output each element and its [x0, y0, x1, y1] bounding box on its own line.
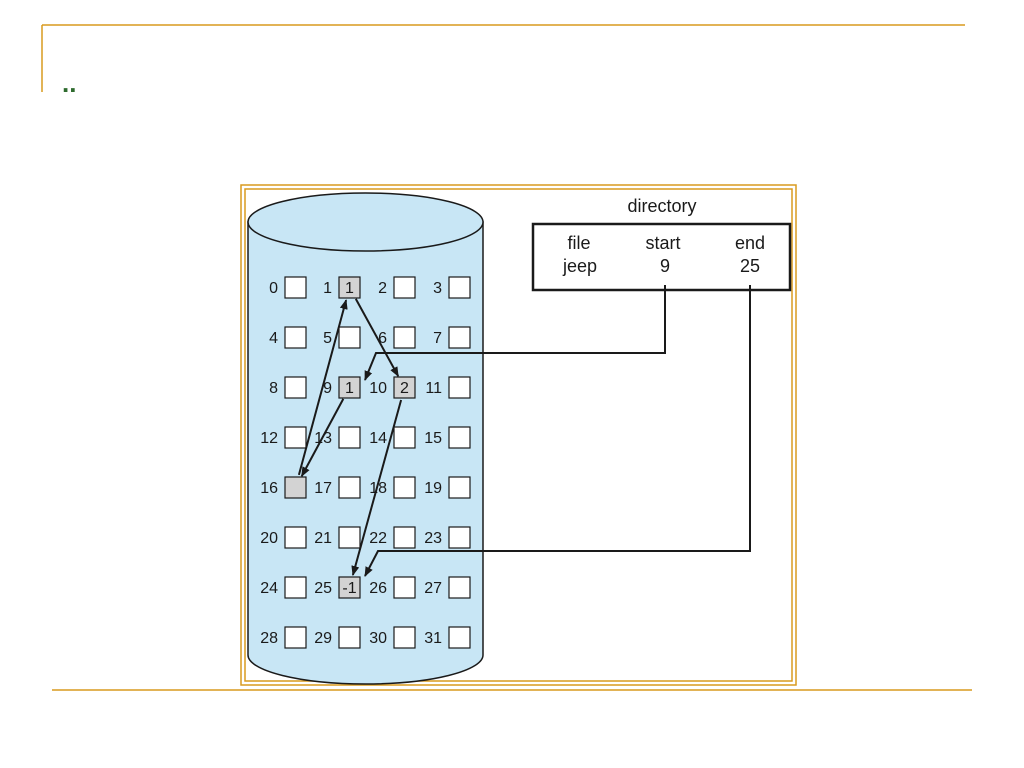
chain-arrows	[297, 298, 403, 576]
directory-box	[531, 222, 792, 292]
end-pointer-arrow	[364, 285, 751, 577]
block-number-0: 0	[269, 280, 278, 297]
block-number-12: 12	[260, 430, 278, 447]
disk-block-12	[284, 426, 307, 449]
block-number-10: 10	[369, 380, 387, 397]
block-number-7: 7	[433, 330, 442, 347]
dir-header-start: start	[645, 233, 680, 253]
disk-block-10	[393, 376, 416, 399]
disk-block-26	[393, 576, 416, 599]
block-number-21: 21	[314, 530, 332, 547]
disk-block-3	[448, 276, 471, 299]
disk-block-6	[393, 326, 416, 349]
disk-block-19	[448, 476, 471, 499]
disk-block-5	[338, 326, 361, 349]
disk-block-18	[393, 476, 416, 499]
block-number-27: 27	[424, 580, 442, 597]
chain-arrow-1-to-10	[354, 298, 400, 377]
block-number-6: 6	[378, 330, 387, 347]
block-number-22: 22	[369, 530, 387, 547]
disk-block-14	[393, 426, 416, 449]
block-number-16: 16	[260, 480, 278, 497]
disk-block-8	[284, 376, 307, 399]
disk-block-24	[284, 576, 307, 599]
disk-block-31	[448, 626, 471, 649]
block-number-24: 24	[260, 580, 278, 597]
disk-block-29	[338, 626, 361, 649]
disk-block-7	[448, 326, 471, 349]
block-number-18: 18	[369, 480, 387, 497]
block-number-26: 26	[369, 580, 387, 597]
block-number-5: 5	[323, 330, 332, 347]
block-number-23: 23	[424, 530, 442, 547]
disk-block-20	[284, 526, 307, 549]
slide-title: ..	[62, 68, 76, 98]
block-number-2: 2	[378, 280, 387, 297]
disk-block-11	[448, 376, 471, 399]
block-number-17: 17	[314, 480, 332, 497]
chain-arrow-9-to-16	[300, 398, 345, 477]
disk-block-27	[448, 576, 471, 599]
block-number-19: 19	[424, 480, 442, 497]
disk-block-2	[393, 276, 416, 299]
block-number-8: 8	[269, 380, 278, 397]
block-number-11: 11	[425, 380, 442, 397]
disk-block-13	[338, 426, 361, 449]
block-number-28: 28	[260, 630, 278, 647]
disk-block-9	[338, 376, 361, 399]
block-number-31: 31	[424, 630, 442, 647]
disk-block-17	[338, 476, 361, 499]
block-number-15: 15	[424, 430, 442, 447]
block-pointer-value-9: 1	[345, 380, 354, 397]
block-number-1: 1	[323, 280, 332, 297]
directory-table: directory file start end jeep 9 25	[531, 196, 792, 292]
block-number-9: 9	[323, 380, 332, 397]
diagram-frame-outer	[240, 184, 797, 686]
directory-title: directory	[627, 196, 696, 216]
disk-block-30	[393, 626, 416, 649]
disk-block-4	[284, 326, 307, 349]
disk-block-1	[338, 276, 361, 299]
disk-block-23	[448, 526, 471, 549]
block-pointer-value-10: 2	[400, 380, 409, 397]
block-pointer-value-1: 1	[345, 280, 354, 297]
disk-block-15	[448, 426, 471, 449]
chain-arrow-16-to-1	[297, 299, 348, 476]
disk-block-22	[393, 526, 416, 549]
block-number-25: 25	[314, 580, 332, 597]
block-number-3: 3	[433, 280, 442, 297]
dir-header-file: file	[567, 233, 590, 253]
dir-start-value: 9	[660, 256, 670, 276]
block-number-29: 29	[314, 630, 332, 647]
disk-block-28	[284, 626, 307, 649]
dir-file-name: jeep	[562, 256, 597, 276]
disk-block-21	[338, 526, 361, 549]
block-pointer-value-25: -1	[342, 580, 356, 597]
block-number-30: 30	[369, 630, 387, 647]
chain-arrow-10-to-25	[351, 399, 403, 576]
dir-header-end: end	[735, 233, 765, 253]
dir-end-value: 25	[740, 256, 760, 276]
disk-cylinder	[247, 192, 484, 685]
start-pointer-arrow	[364, 285, 666, 381]
block-number-4: 4	[269, 330, 278, 347]
block-number-20: 20	[260, 530, 278, 547]
block-number-13: 13	[314, 430, 332, 447]
disk-block-25	[338, 576, 361, 599]
disk-block-0	[284, 276, 307, 299]
block-number-14: 14	[369, 430, 387, 447]
disk-block-16	[284, 476, 307, 499]
